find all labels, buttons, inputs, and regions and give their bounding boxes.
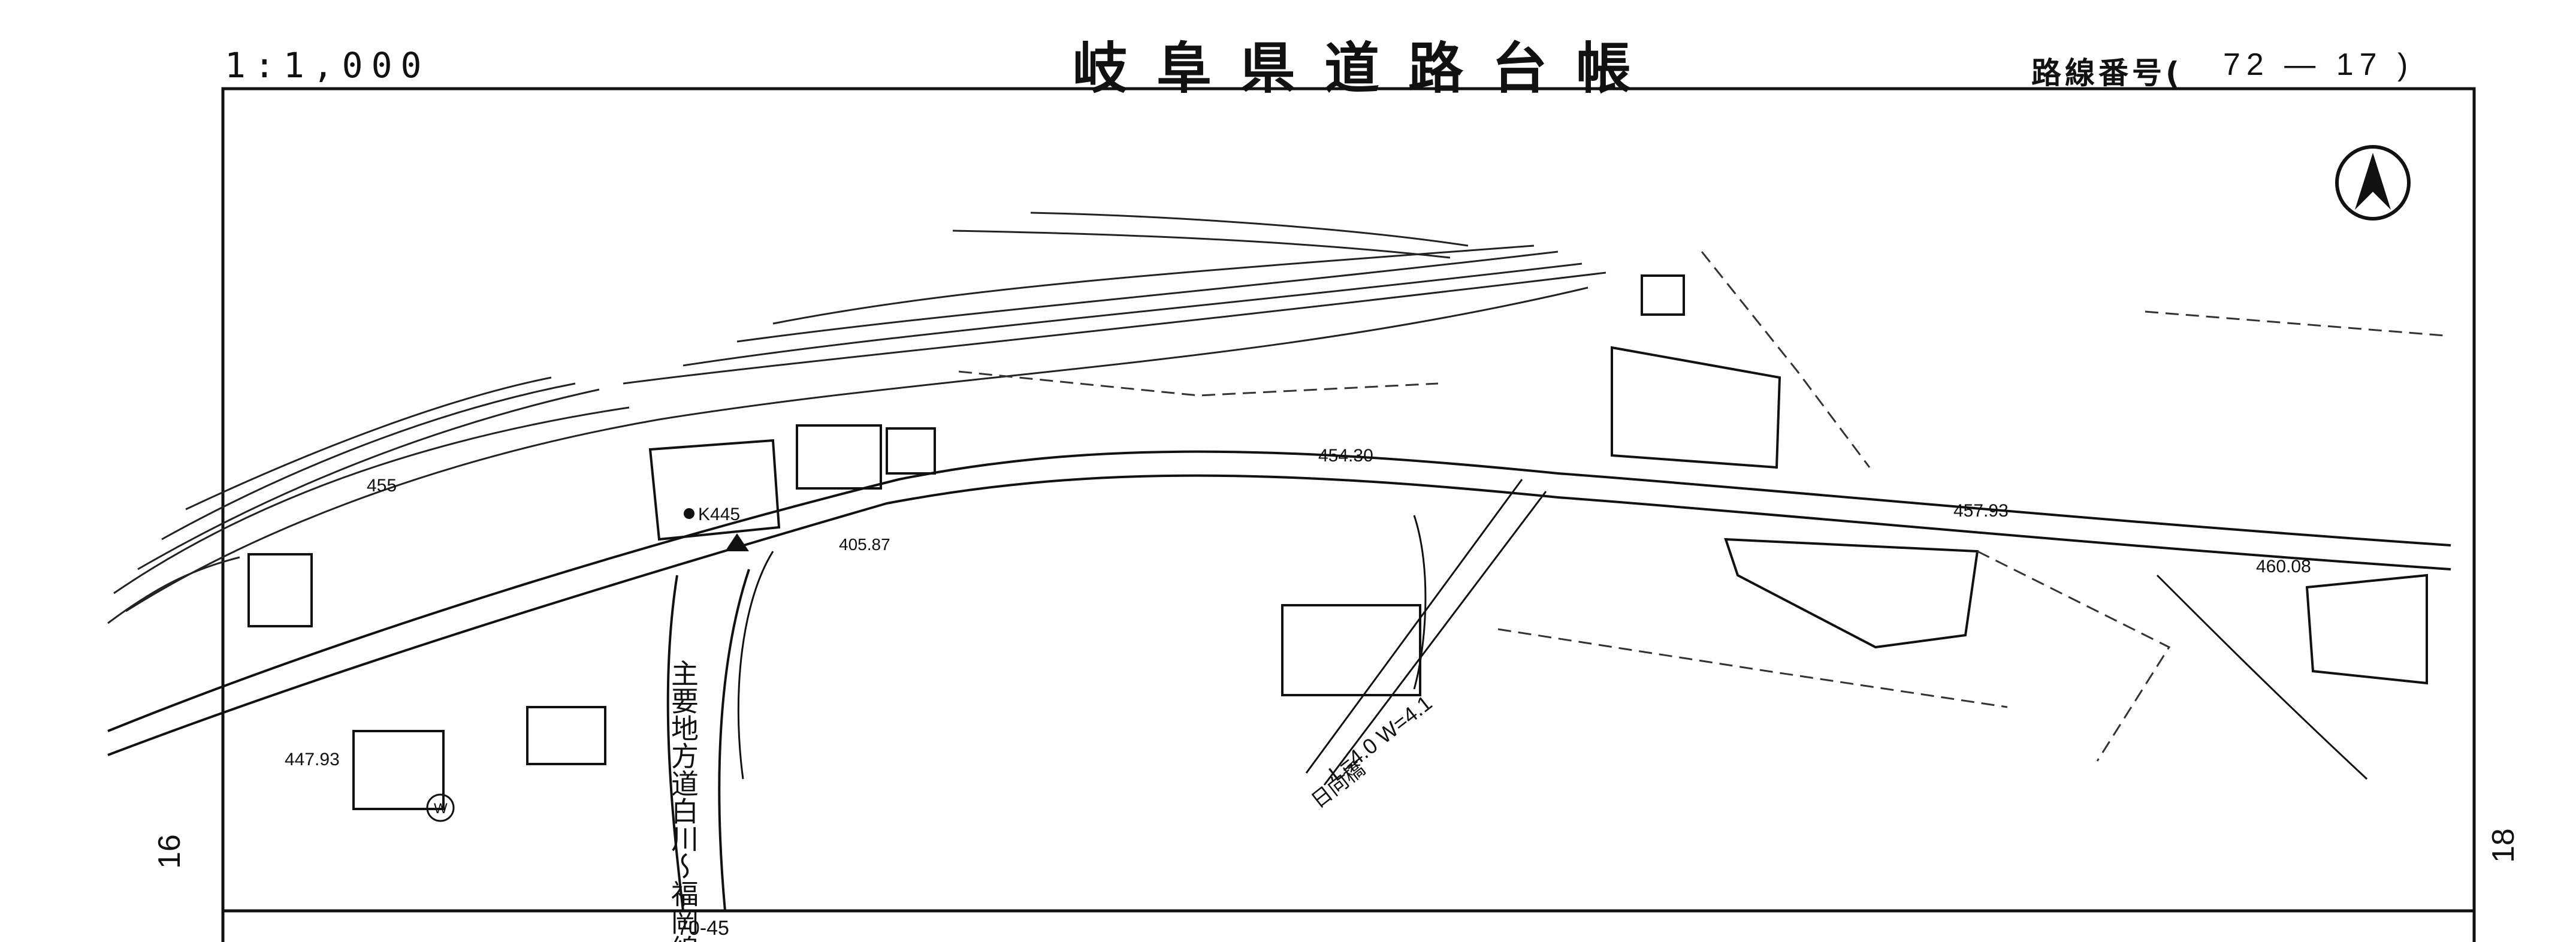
elevation-label: 460.08	[2256, 557, 2311, 576]
bottom-sheet-ref: 70-45	[677, 917, 729, 940]
buildings	[247, 274, 2428, 810]
bridge-leaders	[1305, 479, 1547, 786]
left-sheet-ref: 16	[152, 834, 187, 869]
contour-lines	[107, 212, 1606, 624]
contour-label: 455	[367, 476, 397, 496]
parcel-boundaries	[958, 251, 2445, 762]
well-icon	[426, 793, 455, 822]
elevation-label: 457.93	[1953, 501, 2009, 521]
elevation-label: 447.93	[285, 750, 340, 769]
route-number-value: 72 — 17 )	[2223, 47, 2414, 82]
route-number-label: 路線番号(	[2031, 56, 2183, 90]
elevation-label: 405.87	[839, 535, 890, 554]
map-scale: 1:1,000	[225, 45, 430, 86]
map-frame	[221, 87, 2476, 942]
road-name-label: 主要地方道白川～福岡線	[667, 659, 699, 942]
south-road	[666, 569, 750, 911]
benchmark-label: K445	[698, 505, 740, 524]
well-label: W	[434, 801, 448, 817]
benchmark-icon	[684, 508, 749, 551]
elevation-label: 454.30	[1318, 446, 1373, 466]
embankment-hatching	[737, 515, 2368, 780]
right-sheet-ref: 18	[2486, 828, 2521, 863]
north-arrow-icon	[2335, 145, 2411, 221]
main-road	[107, 450, 2451, 756]
